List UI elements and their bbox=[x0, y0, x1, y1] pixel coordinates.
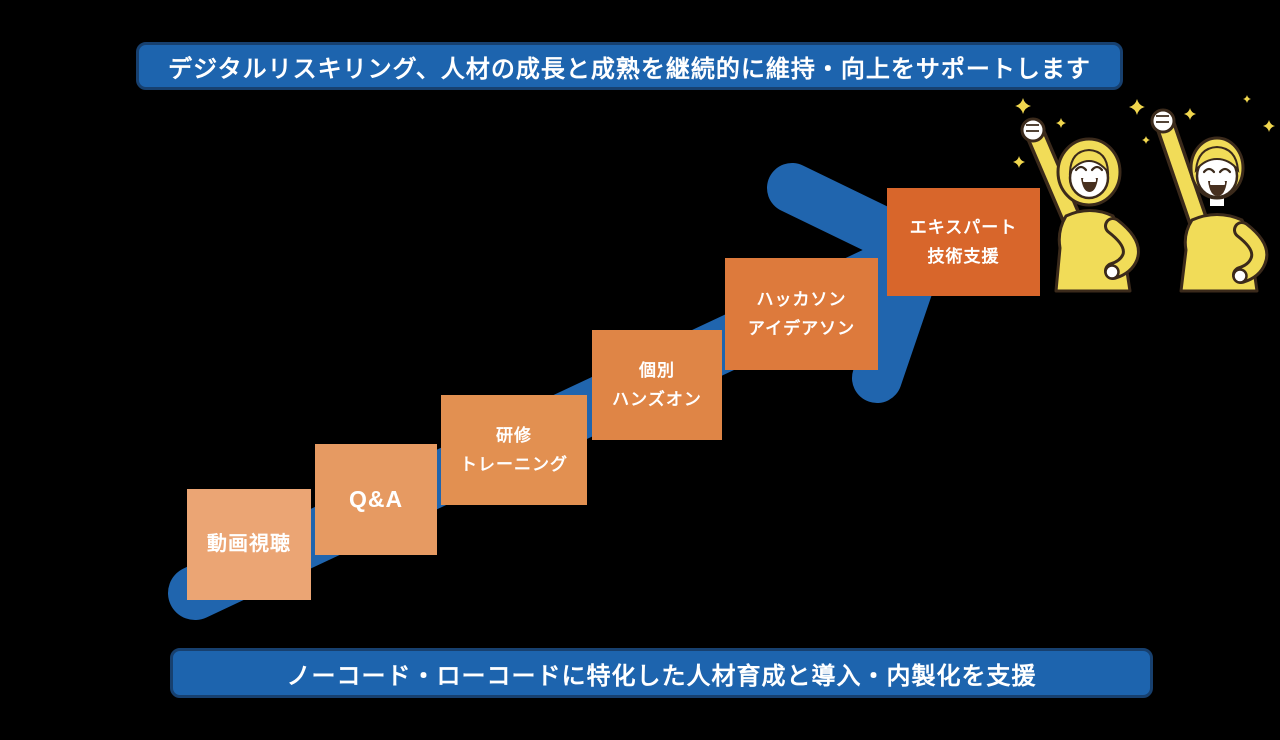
sparkle-icon bbox=[1184, 108, 1196, 120]
woman-hip-arm-outline bbox=[1104, 217, 1140, 280]
man-fist-icon bbox=[1150, 108, 1176, 134]
step-box-1: 動画視聴 bbox=[187, 489, 311, 600]
woman-fist-lines bbox=[1026, 124, 1039, 132]
step-label: トレーニング bbox=[460, 455, 568, 474]
top-banner-text: デジタルリスキリング、人材の成長と成熟を継続的に維持・向上をサポートします bbox=[168, 55, 1091, 83]
step-box-6: エキスパート技術支援 bbox=[887, 188, 1040, 296]
man-raised-arm bbox=[1158, 117, 1207, 233]
step-box-2: Q&A bbox=[315, 444, 437, 555]
woman-neck bbox=[1082, 190, 1096, 204]
step-label: 技術支援 bbox=[927, 247, 1000, 266]
step-label: ハッカソン bbox=[756, 290, 847, 309]
step-box-3: 研修トレーニング bbox=[441, 395, 587, 505]
woman-fringe bbox=[1068, 148, 1110, 175]
man-teeth bbox=[1210, 181, 1225, 185]
man-neck bbox=[1210, 192, 1224, 206]
woman-eyes-icon bbox=[1074, 165, 1104, 172]
man-fringe bbox=[1194, 145, 1240, 174]
step-box-4: 個別ハンズオン bbox=[592, 330, 722, 440]
woman-hip-hand bbox=[1104, 264, 1120, 280]
woman-face bbox=[1068, 156, 1110, 200]
sparkle-icon bbox=[1015, 98, 1031, 114]
man-torso bbox=[1179, 213, 1260, 293]
man-hip-arm-outline bbox=[1232, 221, 1269, 284]
woman-teeth bbox=[1083, 178, 1096, 182]
top-banner: デジタルリスキリング、人材の成長と成熟を継続的に維持・向上をサポートします bbox=[136, 42, 1123, 90]
cheering-man bbox=[1150, 108, 1269, 293]
woman-hip-arm bbox=[1107, 220, 1137, 277]
man-mouth-icon bbox=[1208, 181, 1227, 196]
man-raised-arm-outline bbox=[1154, 113, 1211, 237]
man-hip-arm bbox=[1235, 224, 1266, 281]
sparkle-icon bbox=[1243, 95, 1251, 103]
man-fist-lines bbox=[1156, 115, 1169, 123]
woman-torso bbox=[1054, 209, 1132, 293]
sparkle-icon bbox=[1142, 136, 1150, 144]
sparkle-icon bbox=[1056, 118, 1066, 128]
step-box-5: ハッカソンアイデアソン bbox=[725, 258, 878, 370]
woman-raised-arm-outline bbox=[1024, 122, 1085, 235]
step-label: アイデアソン bbox=[747, 319, 856, 338]
step-label: 研修 bbox=[496, 426, 532, 445]
sparkle-icon bbox=[1013, 156, 1025, 168]
man-eyes-icon bbox=[1202, 167, 1232, 174]
man-face bbox=[1195, 153, 1239, 199]
woman-hair bbox=[1056, 137, 1122, 207]
step-label: 個別 bbox=[639, 361, 675, 380]
bottom-banner-text: ノーコード・ローコードに特化した人材育成と導入・内製化を支援 bbox=[286, 662, 1037, 690]
step-label: エキスパート bbox=[909, 218, 1018, 237]
sparkle-icon bbox=[1263, 120, 1275, 132]
bottom-banner: ノーコード・ローコードに特化した人材育成と導入・内製化を支援 bbox=[170, 648, 1153, 698]
sparkle-icons bbox=[1013, 95, 1275, 168]
woman-fist-icon bbox=[1020, 117, 1046, 143]
step-label: Q&A bbox=[348, 486, 404, 512]
step-label: 動画視聴 bbox=[207, 533, 291, 555]
sparkle-icon bbox=[1129, 99, 1145, 115]
man-hair bbox=[1189, 136, 1245, 200]
man-hip-hand bbox=[1232, 268, 1248, 284]
step-label: ハンズオン bbox=[612, 390, 702, 409]
woman-mouth-icon bbox=[1081, 178, 1098, 192]
woman-raised-arm bbox=[1028, 126, 1081, 231]
